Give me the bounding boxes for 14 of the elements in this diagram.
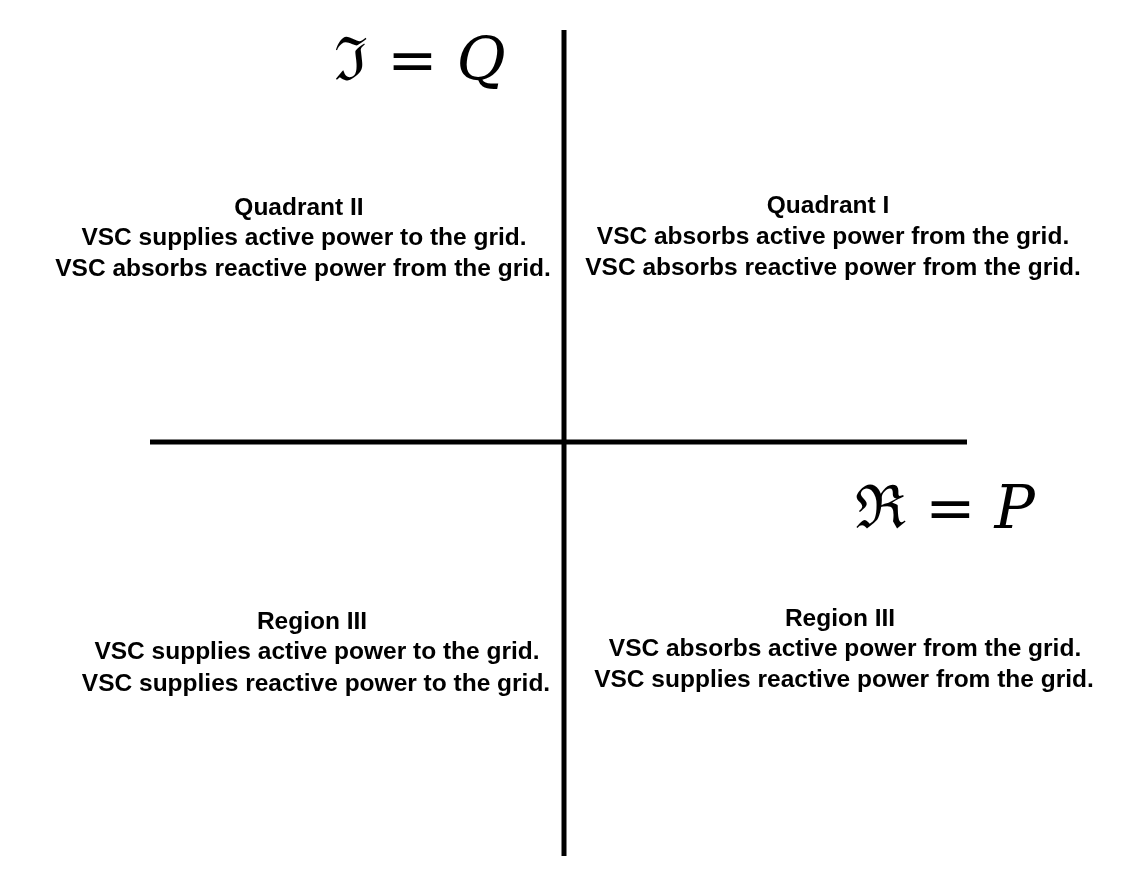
description-text: VSC absorbs active power from the grid. <box>608 634 1082 663</box>
description-text: VSC supplies active power to the grid. <box>81 223 527 252</box>
description-text: VSC supplies reactive power from the grid. <box>594 665 1094 694</box>
description-text: VSC supplies active power to the grid. <box>94 637 540 666</box>
description-text: VSC absorbs active power from the grid. <box>596 222 1070 251</box>
quadrant-heading: Quadrant II <box>234 193 364 222</box>
quadrant-heading: Region III <box>784 604 896 633</box>
quadrant-heading: Region III <box>256 607 368 636</box>
description-text: VSC absorbs reactive power from the grid. <box>55 254 551 283</box>
quadrant-heading: Quadrant I <box>766 191 890 220</box>
axis-label: ℑ = Q <box>334 26 506 92</box>
description-text: VSC absorbs reactive power from the grid. <box>585 253 1081 282</box>
axis-label: ℜ = P <box>855 474 1035 540</box>
description-text: VSC supplies reactive power to the grid. <box>81 669 551 698</box>
